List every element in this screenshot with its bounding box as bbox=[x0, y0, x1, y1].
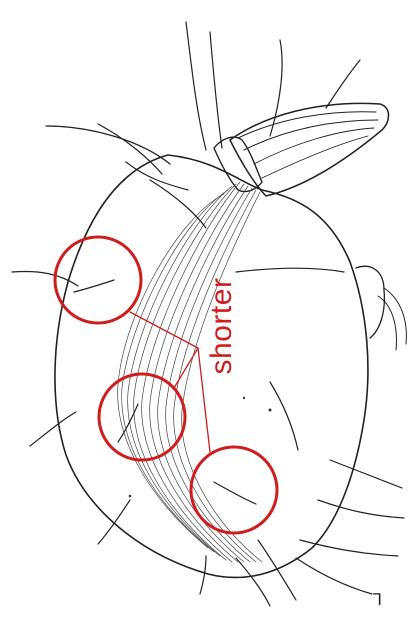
body-outline bbox=[54, 154, 369, 579]
annotation-label: shorter bbox=[205, 277, 238, 375]
annotation-connector-3 bbox=[197, 347, 211, 453]
striations bbox=[117, 181, 263, 563]
gnathosoma bbox=[229, 102, 390, 197]
annotation-circle-3 bbox=[189, 445, 279, 535]
annotation-connector-1 bbox=[129, 311, 199, 349]
annotation-circle-1 bbox=[53, 235, 143, 325]
annotation-group bbox=[53, 235, 279, 535]
corner-mark: ⅂ bbox=[373, 590, 382, 609]
mite-body bbox=[54, 102, 407, 579]
annotation-connector-2 bbox=[173, 347, 199, 389]
collar bbox=[213, 136, 263, 193]
setae bbox=[11, 21, 405, 607]
annotation-circle-2 bbox=[97, 372, 187, 462]
